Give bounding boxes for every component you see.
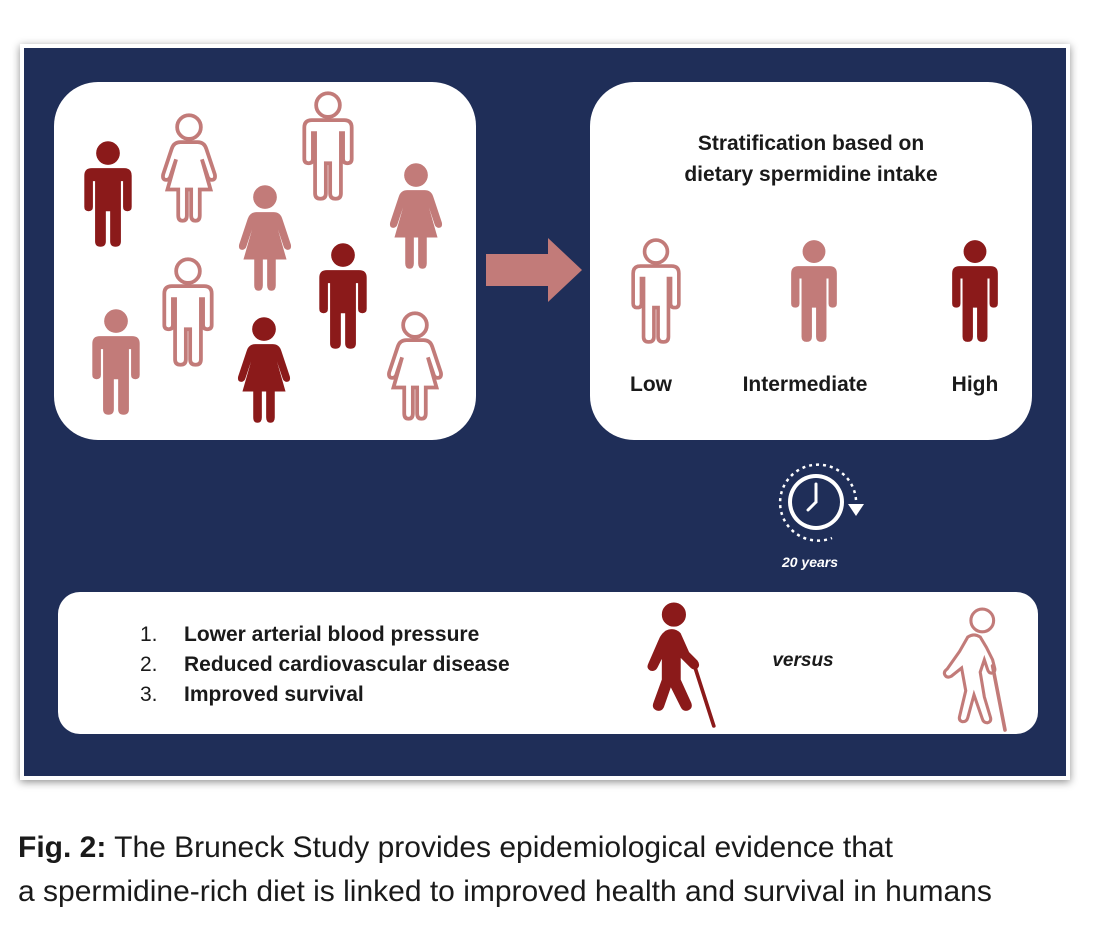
level-high-label: High <box>951 373 999 396</box>
elderly-person-icon <box>942 607 1007 732</box>
item-number: 3. <box>140 683 158 706</box>
man-icon <box>631 238 681 344</box>
item-text: Improved survival <box>184 683 364 706</box>
clock-icon <box>778 463 864 542</box>
outcomes-list: 1. Lower arterial blood pressure 2. Reduce… <box>140 620 510 710</box>
timeline-label: 20 years <box>781 554 839 570</box>
man-icon <box>302 91 354 201</box>
versus-label: versus <box>772 650 834 671</box>
item-text: Lower arterial blood pressure <box>184 623 480 646</box>
woman-icon <box>238 185 292 291</box>
item-number: 1. <box>140 623 158 646</box>
stratification-title-line2: dietary spermidine intake <box>684 163 938 186</box>
caption-text-line1: The Bruneck Study provides epidemiologic… <box>114 831 893 864</box>
list-item: 3. Improved survival <box>140 680 510 710</box>
man-icon <box>952 240 998 342</box>
figure-label: Fig. 2: <box>18 831 107 864</box>
woman-icon <box>161 113 217 223</box>
caption-text-line2: a spermidine-rich diet is linked to impr… <box>18 875 992 908</box>
man-icon <box>319 243 367 349</box>
woman-icon <box>237 317 291 423</box>
woman-icon <box>389 163 443 269</box>
man-icon <box>92 309 140 415</box>
stratification-title: Stratification based on dietary spermidi… <box>600 128 1022 190</box>
arrow-right-icon <box>486 238 582 302</box>
outcomes-box <box>58 592 1038 734</box>
figure-caption: Fig. 2: The Bruneck Study provides epide… <box>18 826 1088 914</box>
caption-line1: Fig. 2: The Bruneck Study provides epide… <box>18 826 1088 870</box>
level-low-label: Low <box>630 373 672 396</box>
man-icon <box>791 240 837 342</box>
item-number: 2. <box>140 653 158 676</box>
man-icon <box>84 141 132 247</box>
woman-icon <box>387 311 443 421</box>
level-intermediate-label: Intermediate <box>742 373 868 396</box>
walking-person-icon <box>646 601 716 728</box>
item-text: Reduced cardiovascular disease <box>184 653 510 676</box>
man-icon <box>162 257 214 367</box>
stratification-title-line1: Stratification based on <box>697 132 925 155</box>
list-item: 1. Lower arterial blood pressure <box>140 620 510 650</box>
list-item: 2. Reduced cardiovascular disease <box>140 650 510 680</box>
